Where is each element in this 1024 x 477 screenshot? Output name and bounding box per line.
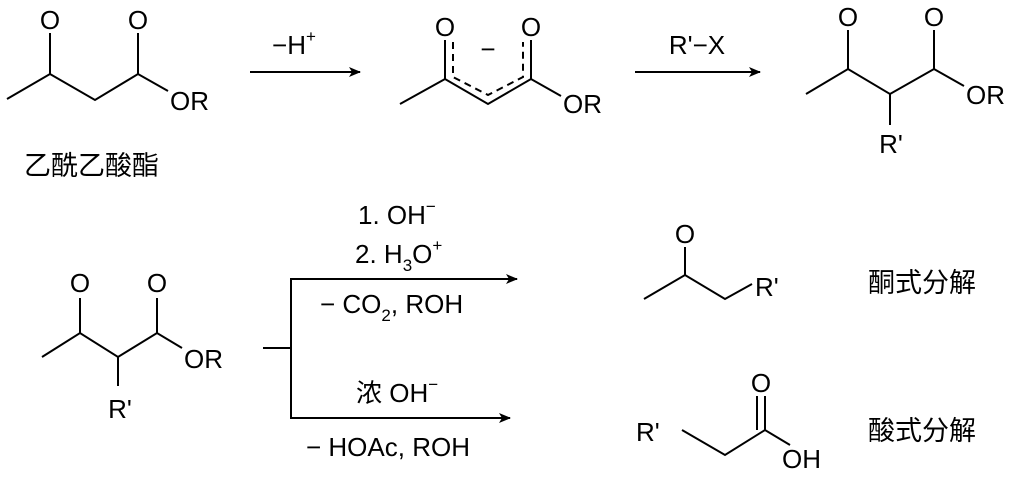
substituted-ester-structure: O O OR R' (41, 268, 223, 424)
oxygen-label: O (40, 5, 60, 35)
alkylation-arrow: R'−X (635, 30, 761, 77)
ketonic-step1: 1. OH− (358, 197, 436, 230)
ketonic-cleavage-label: 酮式分解 (868, 268, 976, 299)
branch-arrows: 1. OH− 2. H3O+ − CO2, ROH 浓 OH− − HOAc, … (263, 197, 518, 462)
r-label: R' (636, 417, 660, 447)
or-label: OR (170, 86, 209, 116)
compound-name: 乙酰乙酸酯 (24, 151, 159, 182)
acid-structure: O R' OH 酸式分解 (636, 368, 976, 474)
ketonic-byproducts: − CO2, ROH (320, 289, 463, 325)
oxygen-label: O (838, 2, 858, 32)
r-label: R' (108, 394, 132, 424)
acidic-reagent: 浓 OH− (356, 375, 438, 408)
r-label: R' (879, 129, 903, 159)
ketonic-step2: 2. H3O+ (355, 236, 442, 275)
deprotonation-arrow: −H+ (250, 27, 361, 77)
oxygen-label: O (147, 268, 167, 298)
or-label: OR (184, 344, 223, 374)
reagent-label: R'−X (669, 30, 725, 60)
r-label: R' (755, 272, 779, 302)
charge-label: − (480, 34, 495, 64)
oh-label: OH (782, 444, 821, 474)
oxygen-label: O (435, 12, 455, 42)
oxygen-label: O (675, 219, 695, 249)
enolate-structure: O O − OR (399, 12, 602, 119)
ketone-structure: O R' 酮式分解 (643, 219, 976, 302)
or-label: OR (966, 80, 1005, 110)
or-label: OR (563, 89, 602, 119)
acetoacetate-structure: O O OR 乙酰乙酸酯 (6, 5, 209, 182)
oxygen-label: O (128, 5, 148, 35)
reagent-label: −H+ (272, 27, 316, 60)
oxygen-label: O (924, 2, 944, 32)
oxygen-label: O (521, 12, 541, 42)
alkylated-structure: O O OR R' (805, 2, 1005, 159)
acidic-cleavage-label: 酸式分解 (868, 416, 976, 447)
acidic-byproducts: − HOAc, ROH (306, 432, 470, 462)
oxygen-label: O (751, 368, 771, 398)
oxygen-label: O (70, 268, 90, 298)
